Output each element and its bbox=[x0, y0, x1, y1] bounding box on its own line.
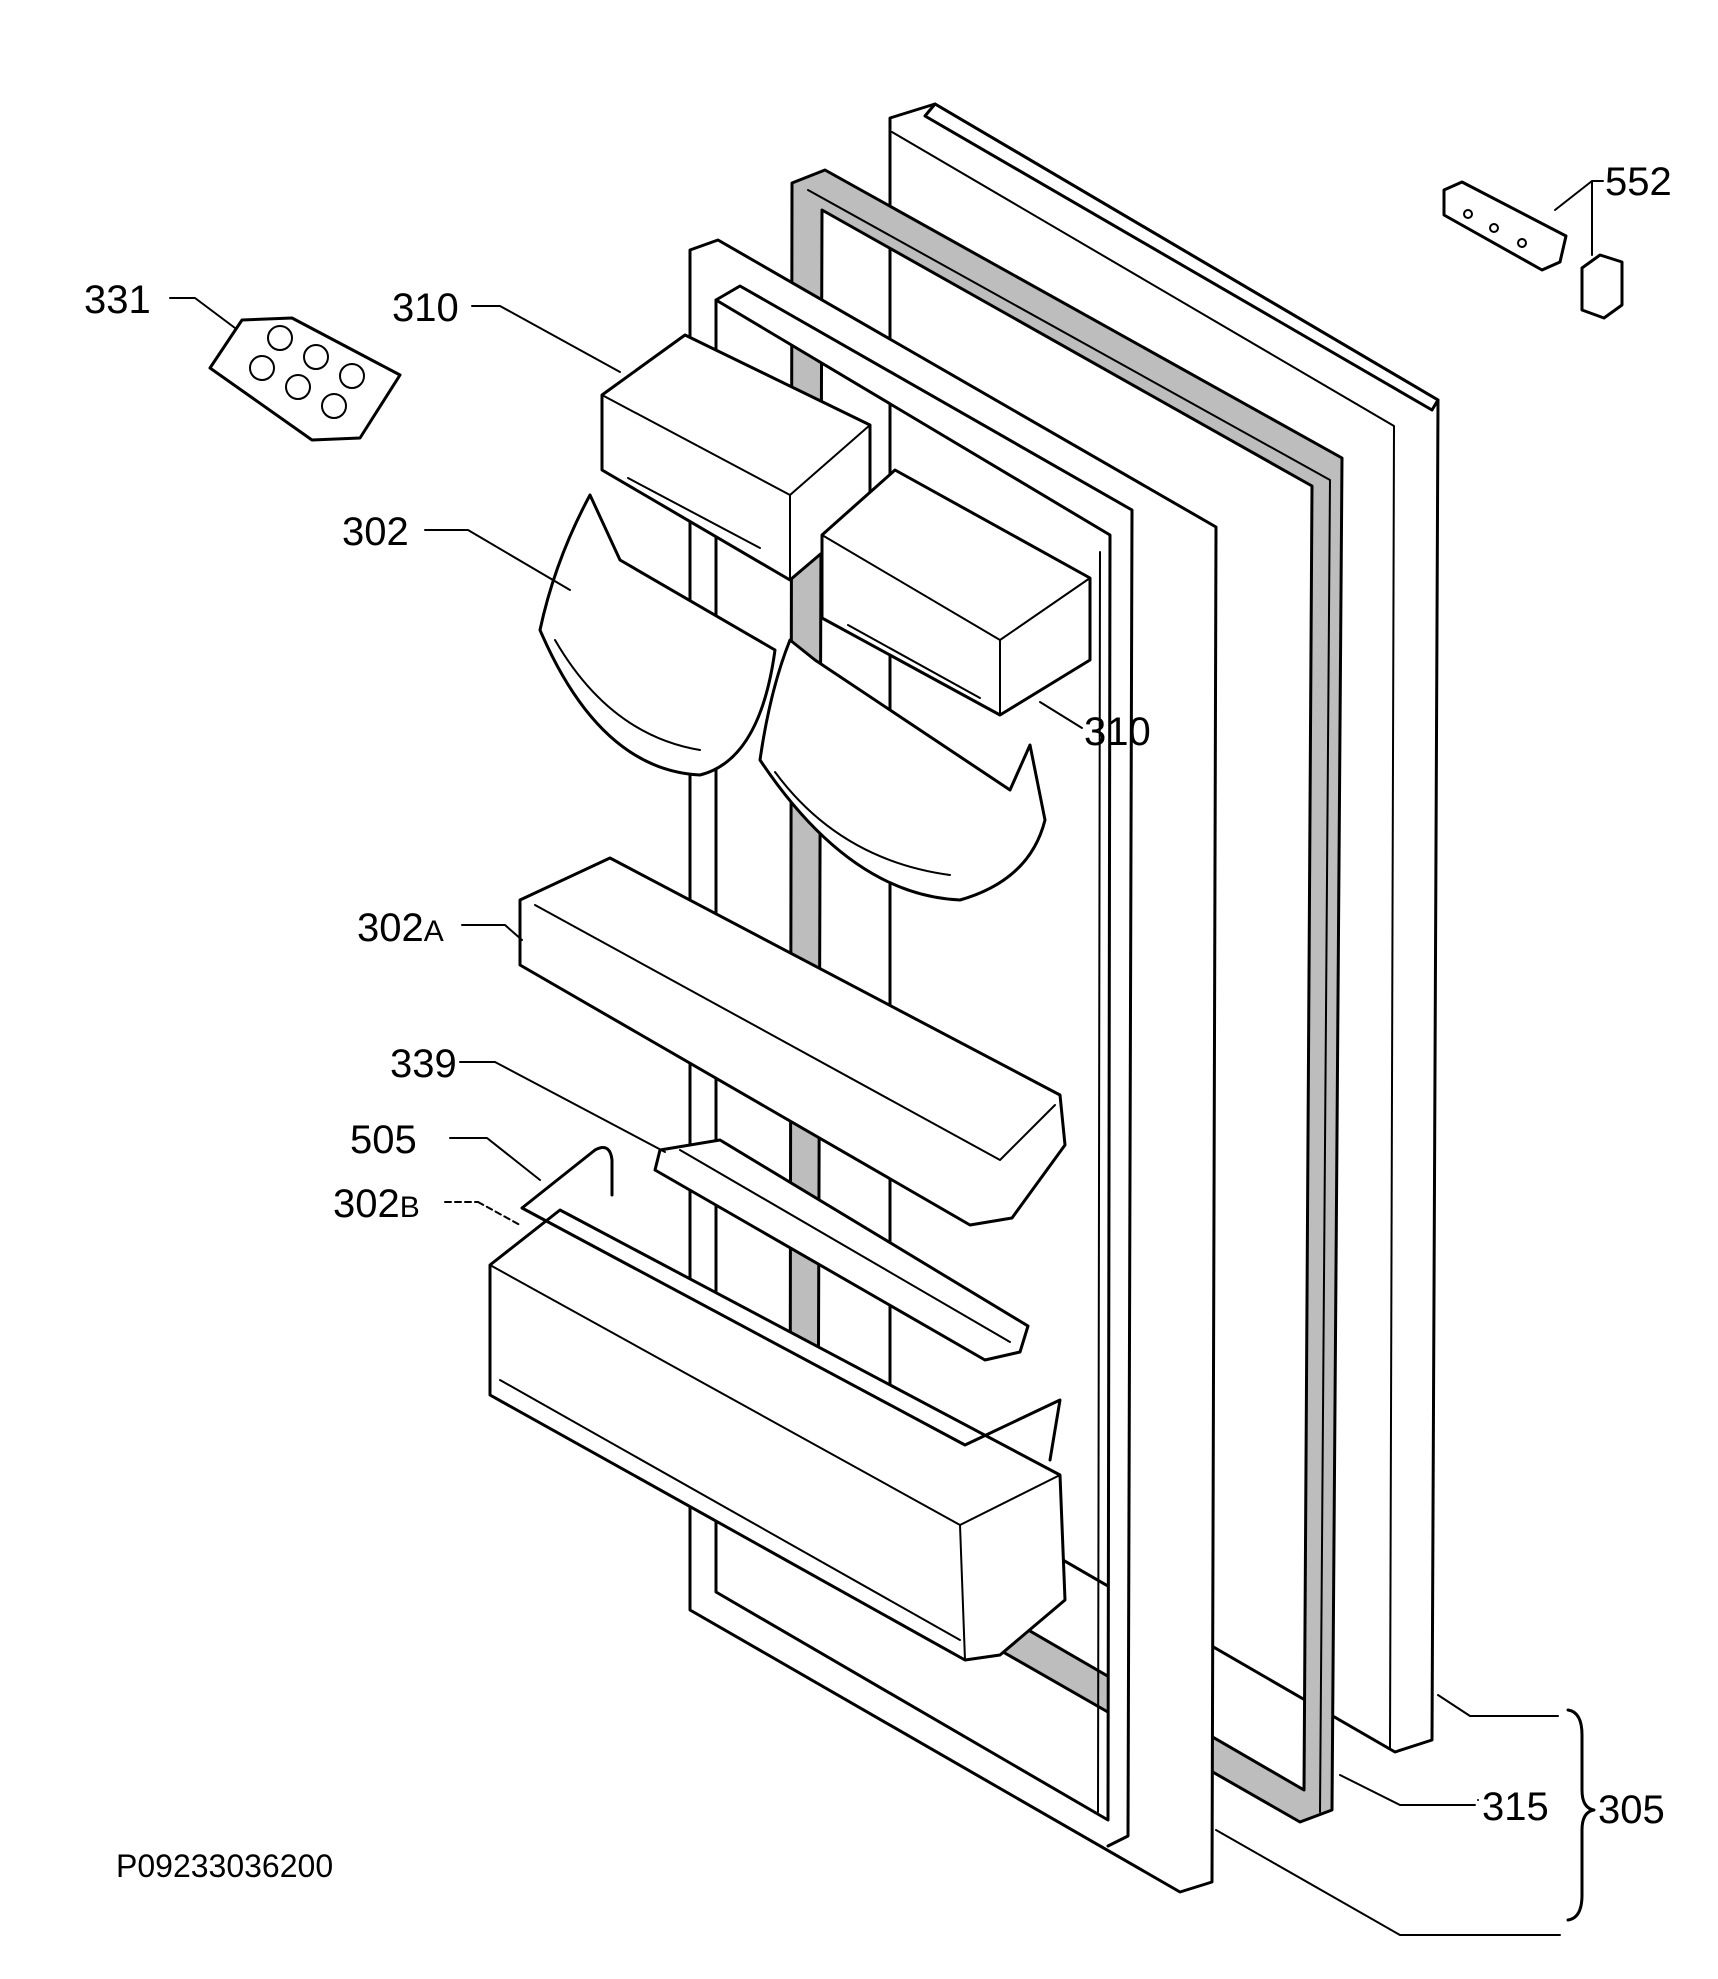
callout-302a: 302A bbox=[357, 906, 444, 950]
dairy-compartment-right bbox=[820, 468, 1092, 717]
callout-302a-number: 302 bbox=[357, 906, 424, 950]
door-bin-upper-left bbox=[538, 493, 777, 777]
callout-302: 302 bbox=[342, 510, 409, 554]
callout-331: 331 bbox=[84, 278, 151, 322]
hinge-part-552 bbox=[1442, 180, 1624, 320]
callout-302b-suffix: B bbox=[400, 1191, 420, 1224]
leader-lines bbox=[169, 180, 1604, 1936]
bottle-retainer-339 bbox=[653, 1138, 1030, 1362]
door-shelf-302a bbox=[518, 856, 1067, 1227]
callout-310-top: 310 bbox=[392, 286, 459, 330]
bottle-bin-302b bbox=[488, 1208, 1067, 1662]
bottle-rack-wire-505 bbox=[520, 1146, 1062, 1462]
callout-552: 552 bbox=[1605, 160, 1672, 204]
callout-505: 505 bbox=[350, 1118, 417, 1162]
callout-302b: 302B bbox=[333, 1182, 420, 1226]
dairy-compartment-top bbox=[600, 333, 872, 582]
callout-302a-suffix: A bbox=[424, 915, 444, 948]
callout-302b-number: 302 bbox=[333, 1182, 400, 1226]
callout-305: 305 bbox=[1598, 1788, 1665, 1832]
drawing-code: P09233036200 bbox=[116, 1848, 333, 1884]
door-bin-upper-right bbox=[758, 638, 1047, 902]
callout-315: 315 bbox=[1482, 1785, 1549, 1829]
egg-tray-331 bbox=[208, 316, 402, 442]
callout-339: 339 bbox=[390, 1042, 457, 1086]
callout-310-mid: 310 bbox=[1084, 710, 1151, 754]
